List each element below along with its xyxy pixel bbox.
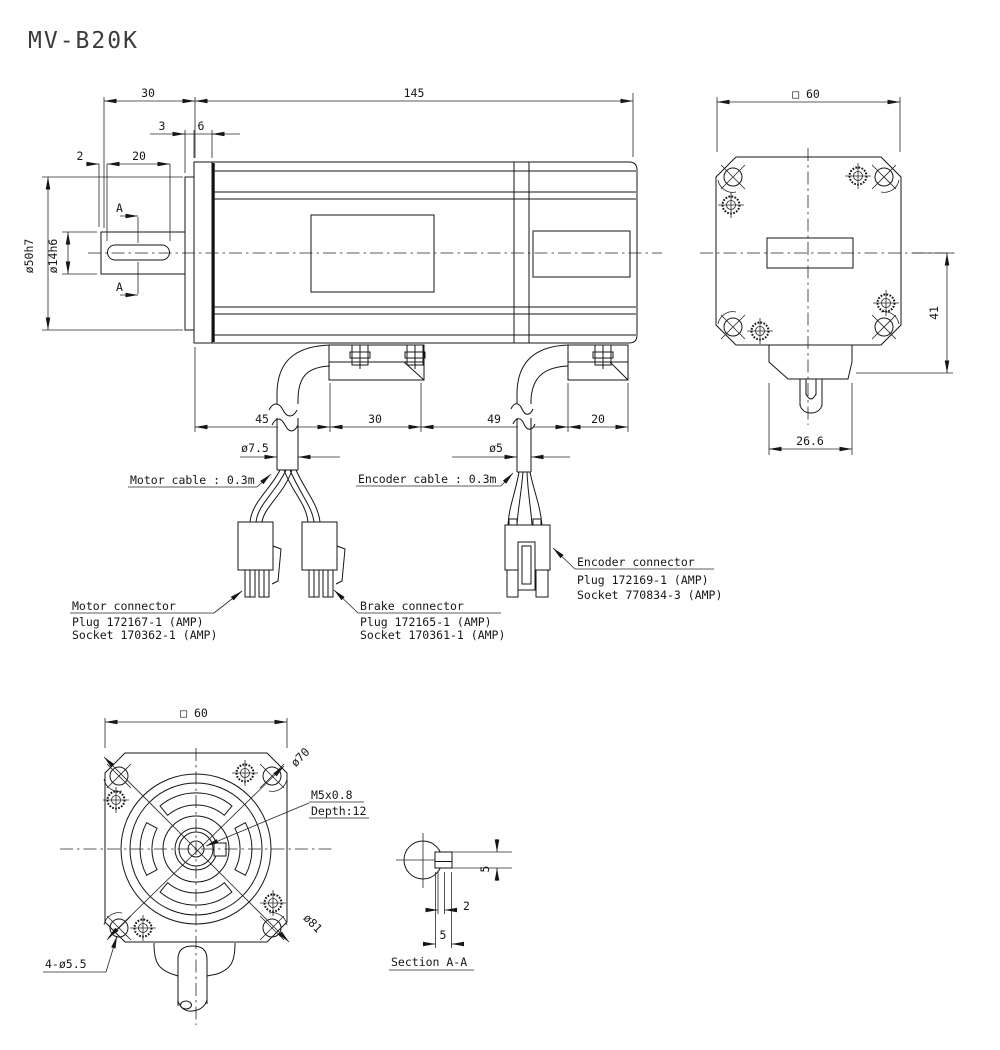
dim-49: 49 <box>487 412 501 426</box>
front-shaft-cable <box>153 942 236 1012</box>
encoder-label-plate <box>532 230 631 278</box>
encoder-cable-label: Encoder cable : 0.3m <box>358 472 497 486</box>
brake-connector-label: Brake connector <box>360 599 464 613</box>
dim-square-60-front: □ 60 <box>180 706 208 720</box>
dim-2: 2 <box>77 149 84 163</box>
dim-key-width: 5 <box>440 928 447 942</box>
dim-dia81: ø81 <box>301 911 326 936</box>
tap-depth-label: Depth:12 <box>311 804 366 818</box>
rear-square-outline <box>715 156 902 346</box>
top-dimensions: 30 145 3 6 2 20 <box>77 86 634 241</box>
rear-corner-holes <box>717 164 900 340</box>
dim-3: 3 <box>159 119 166 133</box>
cable-diameter-dimensions: ø7.5 ø5 <box>240 441 570 460</box>
section-title: Section A-A <box>391 955 467 969</box>
rear-view: □ 60 41 26.6 <box>700 87 958 455</box>
section-key <box>434 851 453 869</box>
section-marker-a-top: A <box>116 201 123 215</box>
encoder-terminal-block <box>567 344 629 381</box>
brake-connector <box>301 521 346 598</box>
dim-square-60: □ 60 <box>792 87 820 101</box>
dim-dia7-5: ø7.5 <box>241 441 269 455</box>
rear-screws <box>718 163 899 344</box>
front-view: ø70 ø81 □ 60 M5x0.8 Depth:12 4-ø5.5 <box>43 706 369 1025</box>
encoder-connector-socket: Socket 770834-3 (AMP) <box>577 588 722 602</box>
flange <box>193 161 213 344</box>
motor-connector-socket: Socket 170362-1 (AMP) <box>72 628 217 642</box>
motor-connector <box>237 521 282 598</box>
brake-connector-socket: Socket 170361-1 (AMP) <box>360 628 505 642</box>
bottom-chain-dimensions: 45 30 49 20 <box>194 347 629 432</box>
encoder-connector <box>504 518 551 598</box>
tap-label: M5x0.8 <box>311 788 353 802</box>
dim-20b: 20 <box>591 412 605 426</box>
dim-20: 20 <box>132 149 146 163</box>
dim-30: 30 <box>141 86 155 100</box>
section-cut-markers: A A <box>116 201 139 298</box>
side-view: 30 145 3 6 2 20 ø50h7 <box>22 86 662 526</box>
section-dimensions: 5 2 5 <box>423 839 512 948</box>
latch <box>271 545 282 585</box>
dim-30b: 30 <box>368 412 382 426</box>
dim-45: 45 <box>255 412 269 426</box>
dim-dia14h6: ø14h6 <box>46 239 60 274</box>
encoder-connector-label: Encoder connector <box>577 555 695 569</box>
dim-key-height: 5 <box>478 866 492 873</box>
dim-145: 145 <box>404 86 425 100</box>
rear-cable-boss <box>768 345 853 414</box>
callout-labels: Motor cable : 0.3m Encoder cable : 0.3m … <box>70 472 722 642</box>
motor-cable-drop <box>249 344 331 523</box>
keyway-slot <box>107 244 170 261</box>
motor-terminal-block <box>328 344 426 381</box>
rear-dimensions: □ 60 41 26.6 <box>716 87 953 455</box>
pilot-boss <box>184 176 195 331</box>
front-dimensions: □ 60 M5x0.8 Depth:12 4-ø5.5 <box>43 706 369 973</box>
mount-holes-label: 4-ø5.5 <box>45 957 87 971</box>
motor-connector-label: Motor connector <box>72 599 176 613</box>
dim-41: 41 <box>927 306 941 320</box>
dim-6: 6 <box>198 119 205 133</box>
drawing-title: MV-B20K <box>28 28 139 54</box>
dim-26-6: 26.6 <box>796 434 824 448</box>
brake-connector-plug: Plug 172165-1 (AMP) <box>360 615 492 629</box>
motor-body-outline <box>211 161 638 344</box>
section-marker-a-bottom: A <box>116 280 123 294</box>
encoder-cable-drop <box>507 344 569 526</box>
diameter-dimensions: ø50h7 ø14h6 <box>22 176 183 331</box>
motor-cable-label: Motor cable : 0.3m <box>130 473 255 487</box>
dim-key-depth: 2 <box>463 899 470 913</box>
section-view: 5 2 5 Section A-A <box>389 833 512 971</box>
latch <box>335 545 346 585</box>
dim-dia5: ø5 <box>489 441 503 455</box>
encoder-connector-plug: Plug 172169-1 (AMP) <box>577 573 709 587</box>
nameplate <box>310 214 435 293</box>
body-fin-lines <box>214 170 636 336</box>
dim-dia70: ø70 <box>288 745 313 770</box>
connectors <box>237 518 551 598</box>
dim-dia50h7: ø50h7 <box>22 239 36 274</box>
motor-connector-plug: Plug 172167-1 (AMP) <box>72 615 204 629</box>
